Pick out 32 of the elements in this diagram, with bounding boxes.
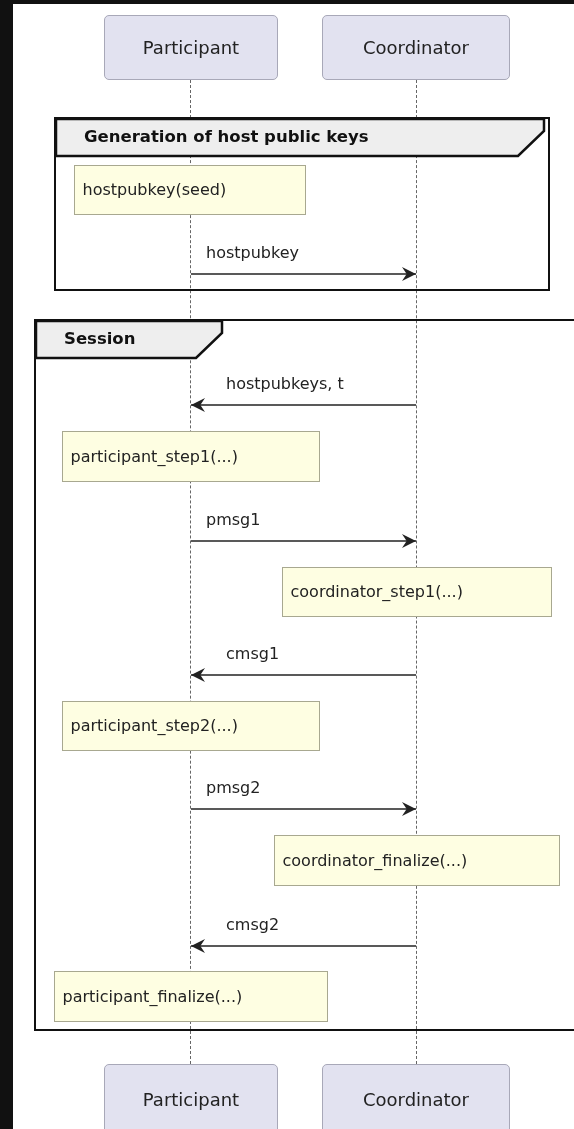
frame-title: Session — [64, 329, 136, 348]
message-arrow — [190, 802, 417, 816]
note-box — [273, 834, 560, 886]
note-text: coordinator_step1(...) — [290, 582, 463, 601]
frame-title: Generation of host public keys — [84, 127, 369, 146]
note-box — [281, 566, 552, 617]
note-text: hostpubkey(seed) — [82, 180, 227, 199]
message-arrow — [190, 267, 417, 281]
message-label: hostpubkey — [204, 243, 301, 263]
note-text: participant_step1(...) — [70, 446, 238, 466]
note-box — [61, 430, 320, 482]
message-arrow — [190, 534, 417, 548]
message-label: hostpubkeys, t — [224, 374, 346, 394]
note-text: participant_finalize(...) — [62, 986, 243, 1006]
note-box — [53, 970, 328, 1022]
note-box — [73, 164, 306, 215]
participant-name: Coordinator — [363, 1088, 469, 1110]
participant-box — [104, 15, 278, 80]
participant-box — [104, 1064, 278, 1129]
participant-box — [322, 1064, 510, 1129]
frame-box — [34, 319, 574, 1031]
participant-name: Coordinator — [363, 37, 469, 58]
note-box — [61, 700, 320, 751]
participant-name: Participant — [142, 37, 240, 58]
message-arrow — [190, 668, 417, 682]
note-text: participant_step2(...) — [70, 716, 238, 735]
note-text: coordinator_finalize(...) — [282, 850, 468, 870]
message-arrow — [190, 939, 417, 953]
participant-box — [322, 15, 510, 80]
participant-name: Participant — [142, 1088, 240, 1110]
message-arrow — [190, 398, 417, 412]
frame-box — [54, 117, 550, 291]
